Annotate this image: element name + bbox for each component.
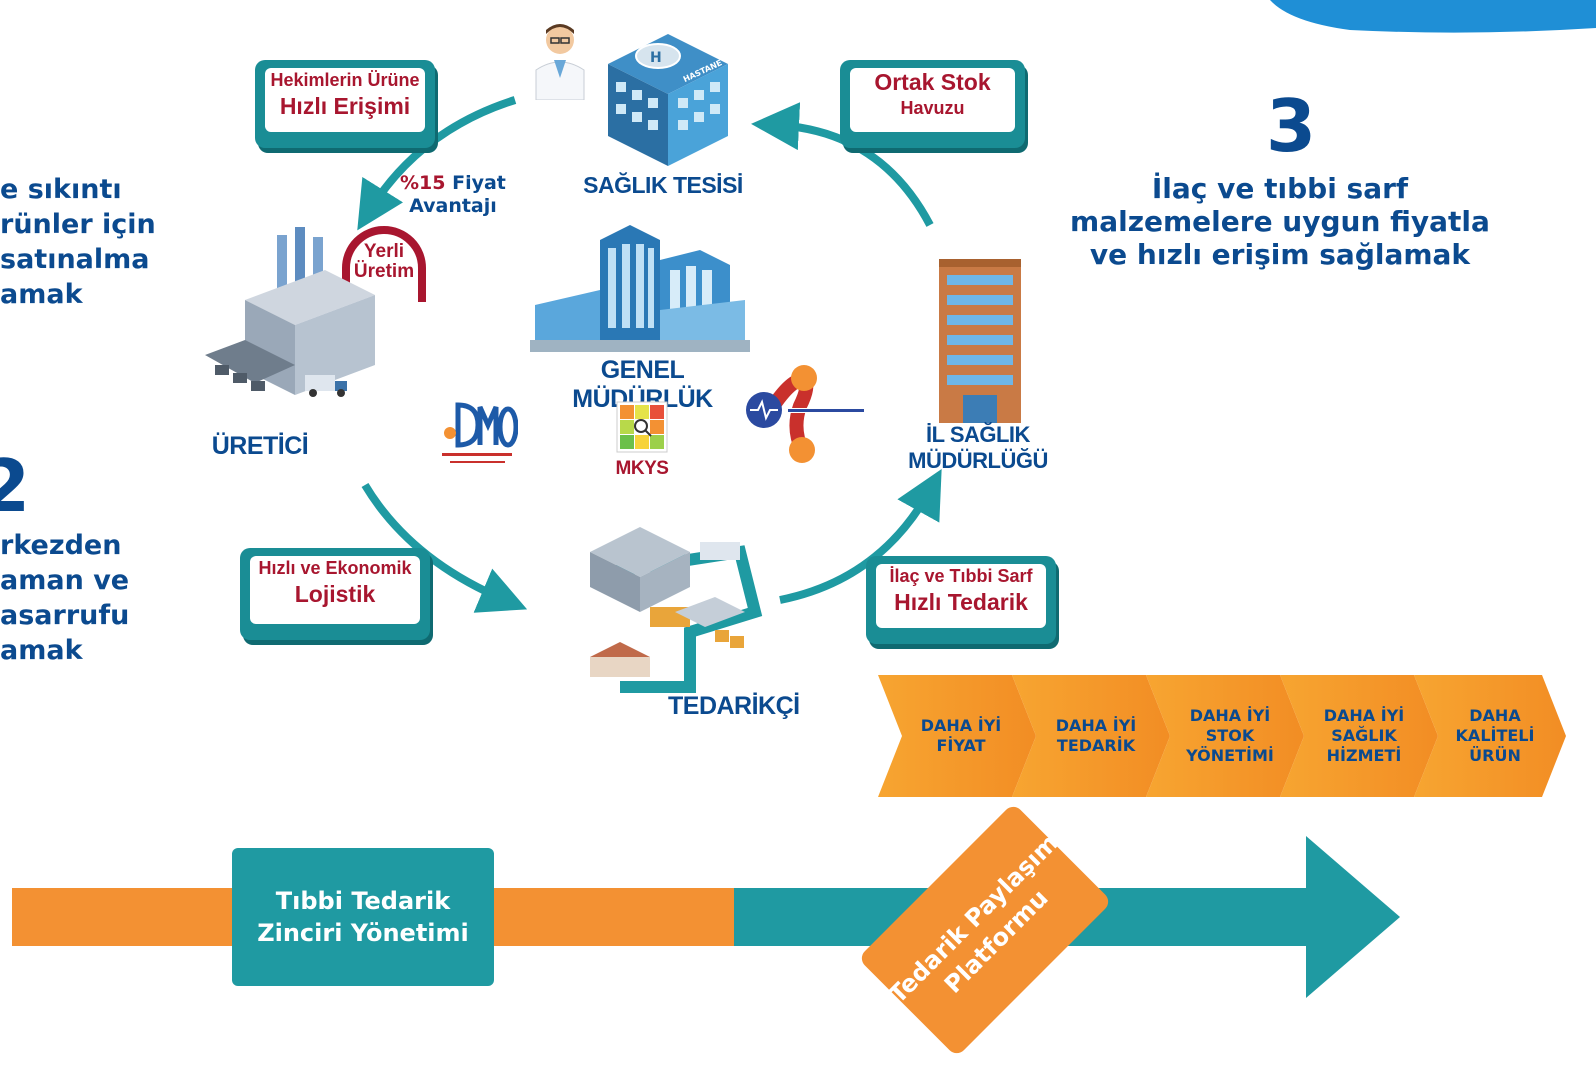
ministry-building-icon: [530, 225, 750, 352]
chevron-1-text: DAHA İYİ FİYAT: [920, 716, 1002, 755]
tpp-logo: [746, 365, 866, 463]
benefit-chevrons: DAHA İYİ FİYAT DAHA İYİ TEDARİK DAHA İYİ…: [876, 675, 1566, 797]
badge-ortak-line1: Ortak Stok: [874, 69, 991, 95]
chevron-2-text: DAHA İYİ TEDARİK: [1055, 716, 1137, 755]
chevron-2: [1012, 675, 1170, 797]
badge-hekim: Hekimlerin Ürüne Hızlı Erişimi: [255, 60, 435, 148]
caption-genel-mudurluk: GENEL MÜDÜRLÜK: [572, 356, 713, 413]
chevron-5: [1414, 675, 1566, 797]
badge-hekim-line1: Hekimlerin Ürüne: [270, 70, 420, 90]
goal-number-2: 2: [0, 444, 31, 528]
badge-tedarik-line2: Hızlı Tedarik: [894, 589, 1028, 615]
goal-3-text: İlaç ve tıbbi sarf malzemelere uygun fiy…: [1070, 172, 1490, 271]
chevron-3: [1146, 675, 1304, 797]
timeline-arrow: [12, 836, 1400, 998]
chevron-4: [1280, 675, 1438, 797]
caption-uretici: ÜRETİCİ: [211, 432, 309, 460]
left-goal-1-text: e sıkıntı rünler için satınalma amak: [0, 174, 156, 310]
price-advantage-word: Fiyat: [452, 172, 506, 194]
price-advantage-line2: Avantajı: [409, 195, 497, 217]
goal-number-3: 3: [1265, 84, 1317, 168]
caption-il-saglik: İL SAĞLIK MÜDÜRLÜĞÜ: [908, 422, 1048, 473]
svg-text:H: H: [650, 50, 662, 66]
seal-ring-icon: [342, 226, 426, 302]
supply-chain-box: Tıbbi Tedarik Zinciri Yönetimi: [232, 848, 494, 986]
yerli-uretim-seal: Yerli Üretim: [338, 222, 430, 306]
caption-tedarikci: TEDARİKÇİ: [668, 692, 800, 720]
chevron-shapes: [878, 675, 1566, 797]
doctor-icon: [535, 24, 585, 100]
caption-mkys: MKYS: [615, 458, 669, 479]
chevron-1: [878, 675, 1036, 797]
badge-lojistik-line2: Lojistik: [294, 581, 376, 607]
chevron-3-text: DAHA İYİ STOK YÖNETİMİ: [1186, 706, 1274, 765]
price-advantage-label: %15 Fiyat Avantajı: [400, 172, 506, 218]
yerli-line2: Üretim: [353, 261, 415, 282]
corner-decoration: [1270, 0, 1596, 33]
supply-chain-label: Tıbbi Tedarik Zinciri Yönetimi: [257, 887, 469, 947]
mkys-logo: [616, 401, 668, 453]
badge-lojistik: Hızlı ve Ekonomik Lojistik: [240, 548, 430, 640]
dmo-logo: [442, 402, 518, 463]
chevron-4-text: DAHA İYİ SAĞLIK HİZMETİ: [1323, 706, 1405, 765]
badge-hizli-tedarik: İlaç ve Tıbbi Sarf Hızlı Tedarik: [866, 556, 1056, 644]
badge-lojistik-line1: Hızlı ve Ekonomik: [258, 558, 412, 578]
caption-saglik-tesisi: SAĞLIK TESİSİ: [583, 172, 743, 198]
badge-ortak-stok: Ortak Stok Havuzu: [840, 60, 1025, 148]
badge-hekim-line2: Hızlı Erişimi: [279, 93, 411, 119]
hospital-building-icon: H HASTANE: [608, 34, 728, 166]
chevron-5-text: DAHA KALİTELİ ÜRÜN: [1455, 706, 1535, 765]
provincial-building-icon: [939, 259, 1021, 423]
price-advantage-percent: %15: [400, 172, 446, 194]
badge-tedarik-line1: İlaç ve Tıbbi Sarf: [889, 566, 1033, 586]
arrow-to-saglik-tesisi: [751, 102, 934, 227]
factory-icon: [205, 227, 375, 397]
left-goal-2-text: rkezden aman ve asarrufu amak: [0, 530, 130, 666]
warehouse-icon: [590, 527, 763, 693]
yerli-line1: Yerli: [363, 241, 405, 262]
badge-ortak-line2: Havuzu: [900, 98, 965, 118]
